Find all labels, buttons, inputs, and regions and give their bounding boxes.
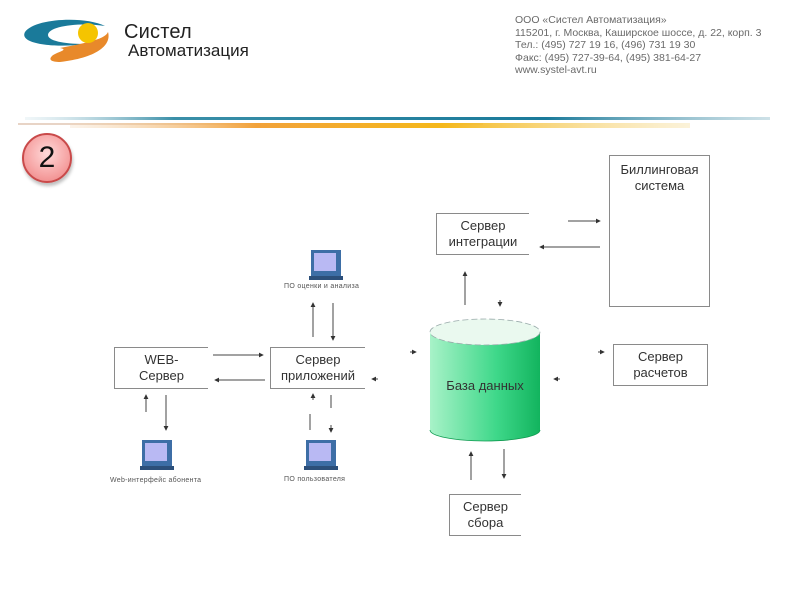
- contact-info: ООО «Систел Автоматизация» 115201, г. Мо…: [515, 14, 761, 77]
- header-divider-lines: [18, 117, 770, 128]
- workstation-bottom-right-label: ПО пользователя: [284, 476, 346, 483]
- workstation-top-icon: [309, 250, 343, 280]
- logo-swoosh-icon: [24, 19, 109, 62]
- integration-server-node: Сервер интеграции: [436, 213, 529, 255]
- teal-line: [25, 117, 770, 120]
- contact-fax: Факс: (495) 727-39-64, (495) 381-64-27: [515, 51, 702, 64]
- billing-system-node: Биллинговая система: [609, 155, 710, 307]
- workstation-top-label: ПО оценки и анализа: [284, 283, 360, 290]
- collection-server-node: Сервер сбора: [449, 494, 521, 536]
- workstation-bottom-left-icon: [140, 440, 174, 470]
- logo-title: Систел: [124, 21, 192, 43]
- contact-phone: Тел.: (495) 727 19 16, (496) 731 19 30: [515, 39, 696, 51]
- web-server-node: WEB-Сервер: [114, 347, 208, 389]
- contact-website: www.systel-avt.ru: [515, 64, 597, 76]
- orange-line: [70, 123, 690, 128]
- integration-server-label: Сервер интеграции: [448, 218, 518, 249]
- slide-number-badge: 2: [22, 133, 72, 183]
- logo-subtitle: Автоматизация: [128, 41, 249, 60]
- workstation-bottom-left-label: Web-интерфейс абонента: [110, 477, 202, 484]
- app-server-node: Сервер приложений: [270, 347, 365, 389]
- app-server-label: Сервер приложений: [281, 352, 355, 383]
- collection-server-label: Сервер сбора: [462, 499, 509, 530]
- calc-server-node: Сервер расчетов: [613, 344, 708, 386]
- web-server-label: WEB-Сервер: [138, 352, 185, 383]
- billing-system-label: Биллинговая система: [620, 162, 699, 193]
- database-label: База данных: [446, 378, 524, 393]
- contact-company: ООО «Систел Автоматизация»: [515, 14, 667, 26]
- database-cylinder-icon: [429, 318, 541, 442]
- contact-address: 115201, г. Москва, Каширское шоссе, д. 2…: [515, 26, 762, 39]
- calc-server-label: Сервер расчетов: [633, 349, 688, 380]
- workstation-bottom-right-icon: [304, 440, 338, 470]
